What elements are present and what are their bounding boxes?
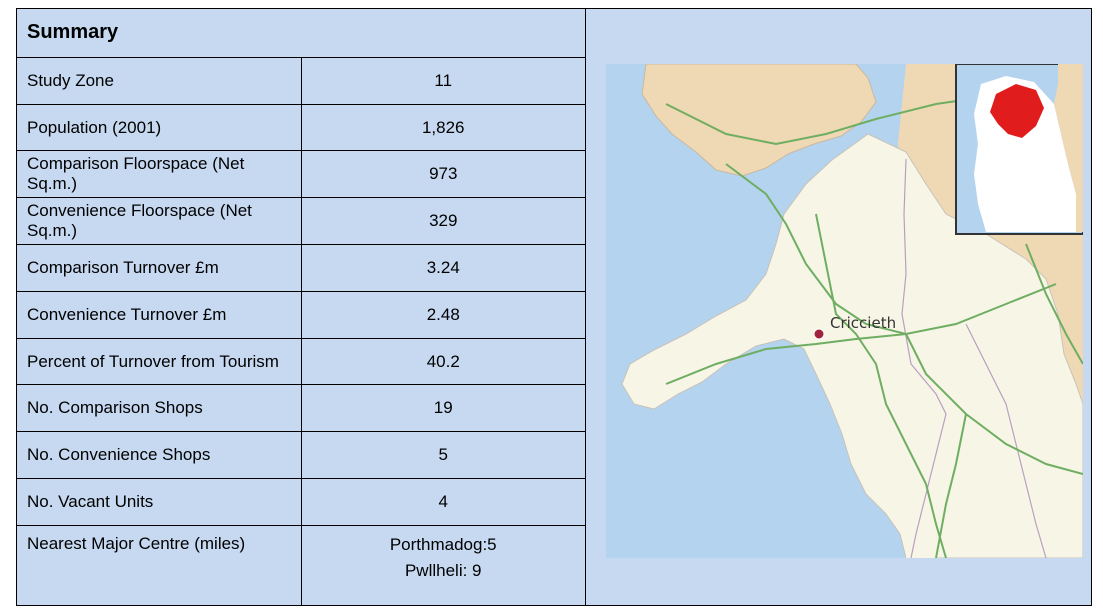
row-label: Study Zone xyxy=(16,56,302,105)
row-label: Nearest Major Centre (miles) xyxy=(16,524,302,607)
location-map: Criccieth xyxy=(606,64,1083,558)
row-label: Convenience Floorspace (Net Sq.m.) xyxy=(16,197,302,246)
table-row: Convenience Floorspace (Net Sq.m.) 329 xyxy=(16,197,586,246)
nearest-centre-1: Porthmadog:5 xyxy=(389,534,497,554)
road-line xyxy=(815,213,947,558)
row-label: Comparison Turnover £m xyxy=(16,244,302,292)
row-label: Convenience Turnover £m xyxy=(16,290,302,339)
row-value: 40.2 xyxy=(300,337,586,386)
table-row: No. Convenience Shops 5 xyxy=(16,431,586,480)
row-value: Porthmadog:5 Pwllheli: 9 xyxy=(300,524,586,607)
criccieth-label: Criccieth xyxy=(830,314,896,332)
row-value: 4 xyxy=(300,478,586,526)
row-label: Percent of Turnover from Tourism xyxy=(16,337,302,386)
table-row: No. Comparison Shops 19 xyxy=(16,384,586,433)
row-value: 329 xyxy=(300,197,586,246)
nearest-centre-2: Pwllheli: 9 xyxy=(404,560,482,580)
inset-highlight-region xyxy=(990,84,1044,138)
eastern-uplands xyxy=(906,314,1036,558)
row-label: No. Comparison Shops xyxy=(16,384,302,433)
row-value: 973 xyxy=(300,150,586,199)
table-row: Study Zone 11 xyxy=(16,56,586,105)
map-panel: Criccieth xyxy=(586,8,1092,606)
road-line xyxy=(665,333,907,385)
table-row: No. Vacant Units 4 xyxy=(16,478,586,526)
county-boundary xyxy=(901,158,947,558)
summary-title: Summary xyxy=(16,8,586,58)
road-line xyxy=(935,413,967,558)
row-label: Comparison Floorspace (Net Sq.m.) xyxy=(16,150,302,199)
table-row: Comparison Floorspace (Net Sq.m.) 973 xyxy=(16,150,586,199)
row-label: Population (2001) xyxy=(16,103,302,152)
row-value: 19 xyxy=(300,384,586,433)
road-line xyxy=(725,163,1057,336)
row-label: No. Vacant Units xyxy=(16,478,302,526)
table-row: Comparison Turnover £m 3.24 xyxy=(16,244,586,292)
row-value: 11 xyxy=(300,56,586,105)
row-value: 1,826 xyxy=(300,103,586,152)
row-label: No. Convenience Shops xyxy=(16,431,302,480)
table-row: Nearest Major Centre (miles) Porthmadog:… xyxy=(16,524,586,607)
road-line xyxy=(905,333,1083,475)
table-row: Percent of Turnover from Tourism 40.2 xyxy=(16,337,586,386)
anglesey-island xyxy=(641,64,877,177)
summary-table: Summary Study Zone 11 Population (2001) … xyxy=(16,8,586,607)
row-value: 2.48 xyxy=(300,290,586,339)
criccieth-marker xyxy=(813,328,825,340)
road-line xyxy=(1025,243,1083,365)
county-boundary xyxy=(965,323,1047,558)
inset-england-strip xyxy=(1054,64,1083,232)
table-row: Convenience Turnover £m 2.48 xyxy=(16,290,586,339)
row-value: 3.24 xyxy=(300,244,586,292)
row-value: 5 xyxy=(300,431,586,480)
table-row: Population (2001) 1,826 xyxy=(16,103,586,152)
